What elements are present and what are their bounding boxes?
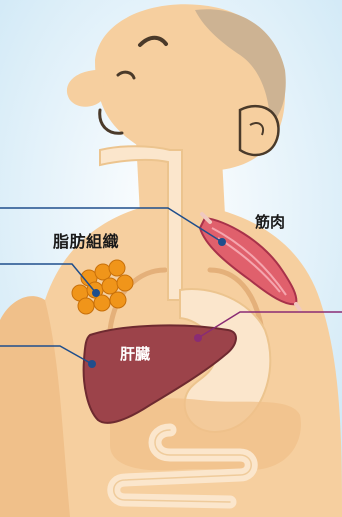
adipose-label: 脂肪組織 <box>53 234 119 250</box>
ear <box>240 106 278 155</box>
muscle-label: 筋肉 <box>255 215 285 230</box>
liver-label: 肝臓 <box>120 347 150 362</box>
